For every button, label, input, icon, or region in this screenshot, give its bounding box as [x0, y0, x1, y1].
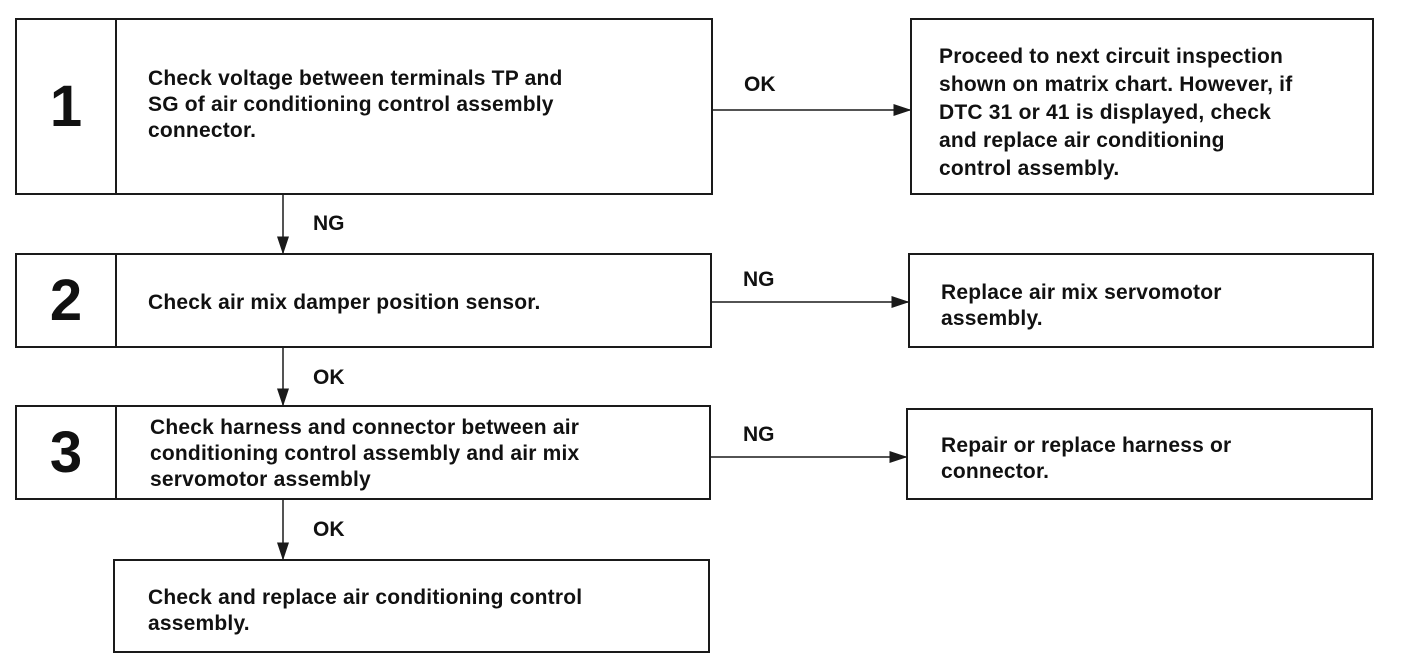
step-2-text: Check air mix damper position sensor.	[148, 291, 541, 314]
result-2-text: Replace air mix servomotor assembly.	[941, 281, 1222, 330]
result-3-box: Repair or replace harness or connector.	[906, 408, 1373, 500]
label-step1-ng: NG	[313, 212, 345, 235]
step-3-number: 3	[17, 407, 117, 498]
result-3-text: Repair or replace harness or connector.	[941, 434, 1232, 483]
final-step-box: Check and replace air conditioning contr…	[113, 559, 710, 653]
label-step3-ok: OK	[313, 518, 345, 541]
label-step3-ng: NG	[743, 423, 775, 446]
step-1-text: Check voltage between terminals TP and S…	[148, 67, 563, 142]
result-1-text: Proceed to next circuit inspection shown…	[939, 45, 1293, 180]
step-2-number: 2	[17, 255, 117, 346]
step-3-text: Check harness and connector between air …	[150, 416, 580, 491]
step-1-number: 1	[17, 20, 117, 193]
step-2-box: 2 Check air mix damper position sensor.	[15, 253, 712, 348]
label-step2-ng: NG	[743, 268, 775, 291]
label-step2-ok: OK	[313, 366, 345, 389]
result-1-box: Proceed to next circuit inspection shown…	[910, 18, 1374, 195]
final-step-text: Check and replace air conditioning contr…	[148, 586, 583, 635]
result-2-box: Replace air mix servomotor assembly.	[908, 253, 1374, 348]
step-3-box: 3 Check harness and connector between ai…	[15, 405, 711, 500]
label-step1-ok: OK	[744, 73, 776, 96]
step-1-box: 1 Check voltage between terminals TP and…	[15, 18, 713, 195]
